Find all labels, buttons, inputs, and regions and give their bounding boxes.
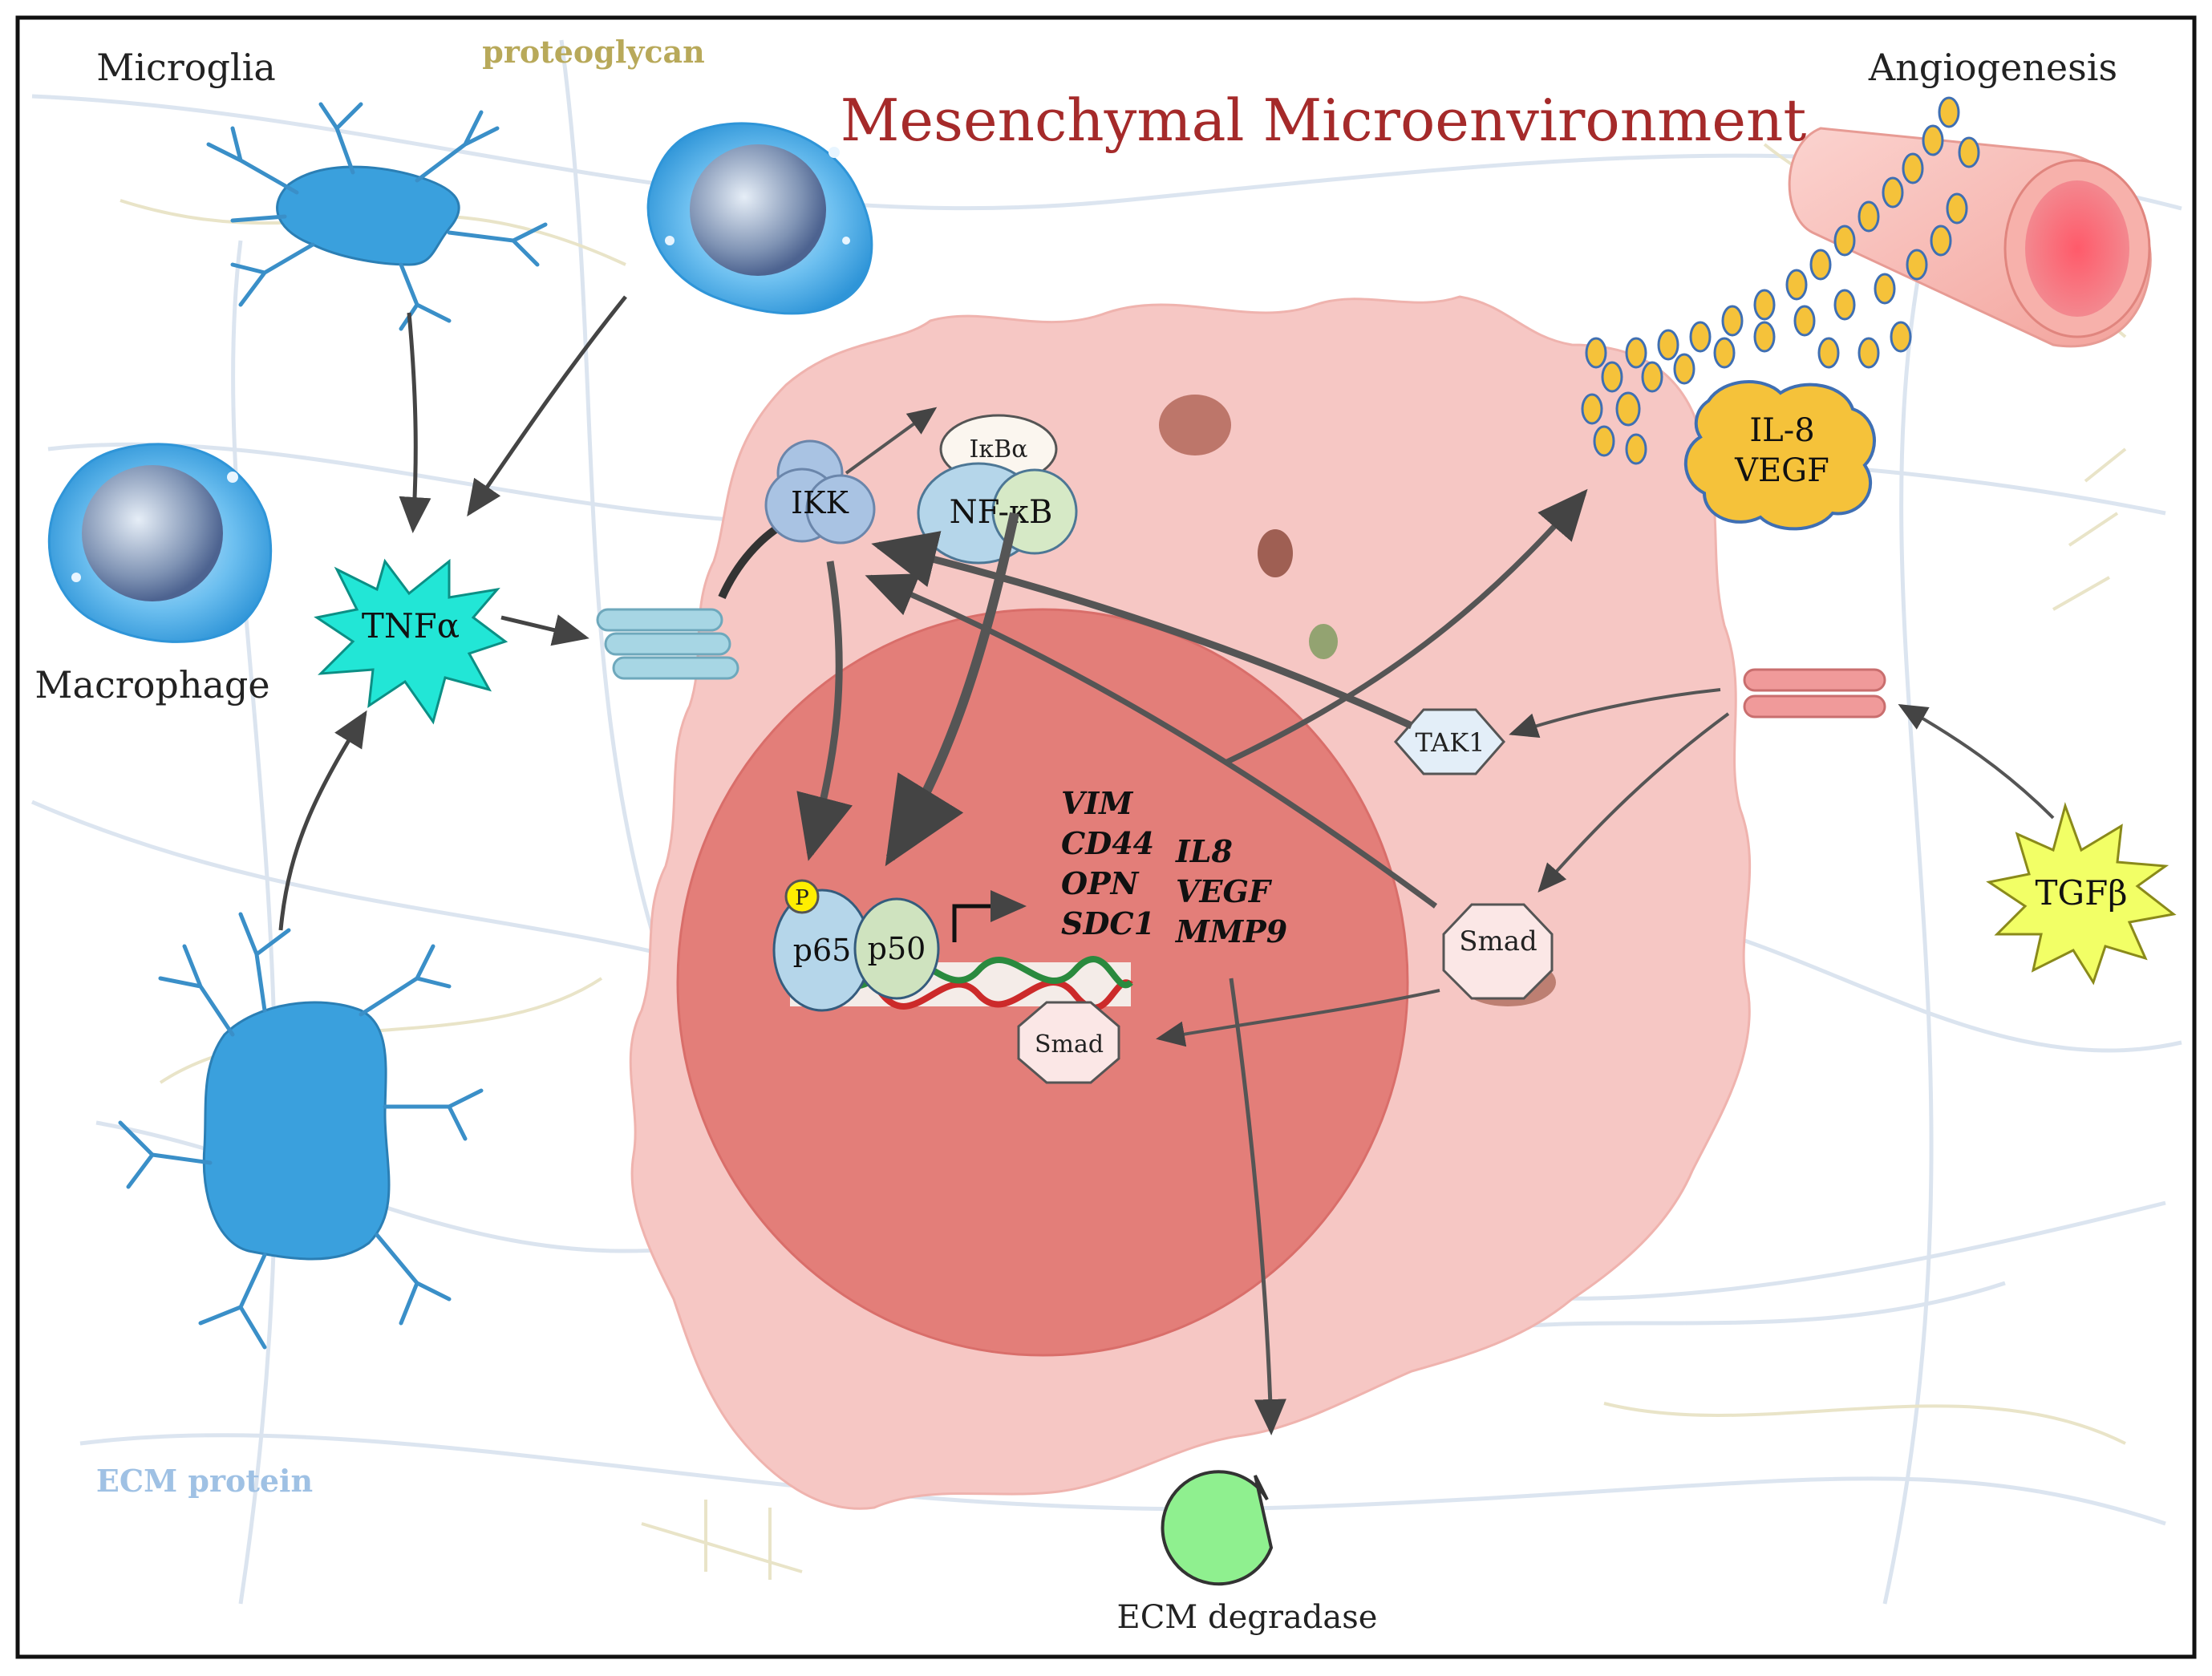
arrow-ikk-to-p65 — [796, 561, 853, 861]
gene-cd44: CD44 — [1061, 825, 1154, 861]
smad-cytoplasm: Smad — [1442, 903, 1554, 1000]
nfkb-label: NF-κB — [950, 494, 1053, 531]
tgfb-receptor — [1743, 668, 1886, 719]
tnfa-label: TNFα — [362, 606, 460, 646]
macrophage-label: Macrophage — [34, 663, 269, 706]
il8-secreted-label: IL-8 — [1749, 412, 1814, 449]
tgfb-ligand: TGFβ — [1986, 802, 2177, 986]
vegf-secreted-label: VEGF — [1734, 452, 1829, 489]
ikk-complex: IKK — [764, 439, 876, 544]
arrow-ikk-to-ikba — [845, 407, 938, 475]
microglia-cell — [206, 102, 548, 331]
gene-vegf: VEGF — [1176, 873, 1273, 909]
transcription-arrow — [952, 890, 1027, 942]
ikba-label: IκBα — [970, 435, 1028, 464]
smad-cytoplasm-label: Smad — [1459, 925, 1537, 957]
tnf-receptor — [596, 608, 739, 680]
arrows-to-tnfa — [278, 295, 627, 931]
ecm-degradase-label: ECM degradase — [1117, 1599, 1378, 1636]
arrow-tnfa-to-receptor — [500, 614, 589, 646]
gene-list-1: VIM CD44 OPN SDC1 — [1061, 785, 1155, 941]
p50-label: p50 — [868, 931, 926, 966]
arrow-nfkb-to-p50 — [885, 512, 1019, 867]
ecm-protein-label: ECM protein — [96, 1463, 313, 1499]
microglia-label: Microglia — [96, 46, 276, 89]
nfkb-ikba-complex: IκBα NF-κB — [917, 414, 1078, 565]
tak1: TAK1 — [1394, 708, 1505, 775]
macrophage-cell-left — [47, 443, 273, 643]
il8-vegf-secretion: IL-8 VEGF — [1683, 380, 1876, 531]
gene-list-2: IL8 VEGF MMP9 — [1174, 833, 1287, 949]
proteoglycan-label: proteoglycan — [482, 34, 705, 70]
ecm-degradase-icon — [1161, 1470, 1274, 1586]
ikk-label: IKK — [791, 485, 849, 520]
tgfb-signaling-arrows — [865, 488, 2055, 1435]
macrophage-cell-top — [646, 122, 873, 315]
tgfb-label: TGFβ — [2036, 873, 2128, 913]
smad-nucleus: Smad — [1017, 1001, 1120, 1084]
phospho-label: P — [795, 886, 809, 910]
smad-nucleus-label: Smad — [1035, 1030, 1104, 1059]
gene-opn: OPN — [1061, 865, 1140, 901]
diagram-title: Mesenchymal Microenvironment — [841, 87, 1807, 154]
gene-mmp9: MMP9 — [1174, 913, 1287, 949]
gene-il8: IL8 — [1175, 833, 1233, 869]
tak1-label: TAK1 — [1416, 727, 1485, 758]
p65-label: p65 — [793, 933, 852, 968]
p65-p50-dimer: p65 p50 P — [772, 879, 940, 1012]
microglia-cell-bottom — [118, 912, 484, 1350]
gene-vim: VIM — [1061, 785, 1133, 821]
gene-sdc1: SDC1 — [1061, 905, 1155, 941]
secreted-vesicles — [1581, 96, 1980, 465]
angiogenesis-label: Angiogenesis — [1868, 46, 2117, 89]
tnfa-ligand: TNFα — [314, 558, 508, 725]
blood-vessel — [1788, 127, 2152, 348]
